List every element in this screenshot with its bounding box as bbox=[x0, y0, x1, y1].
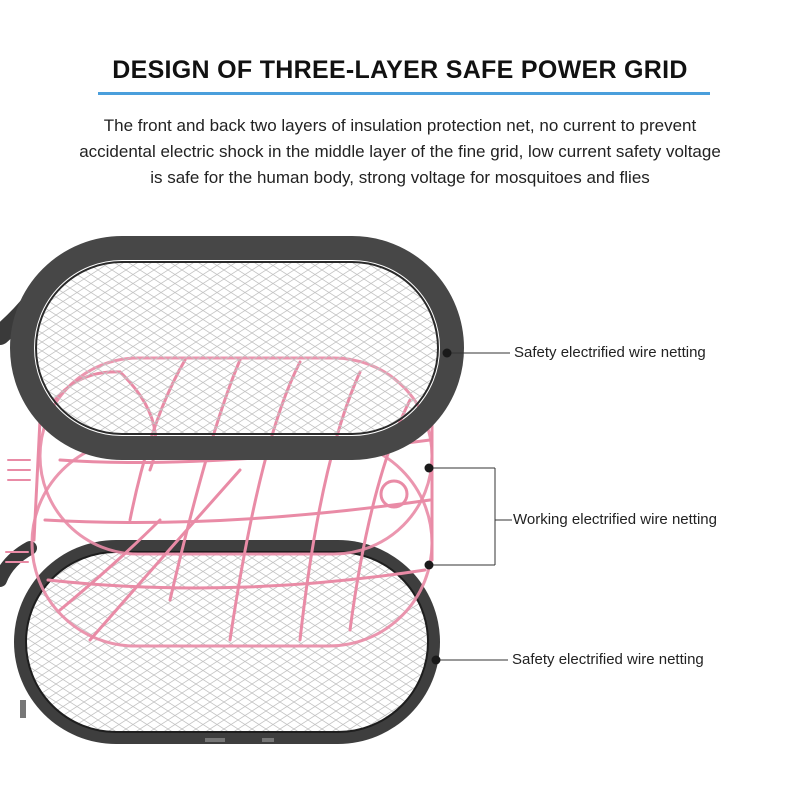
middle-callout-dot-lower bbox=[424, 560, 434, 570]
top-safety-layer bbox=[0, 236, 464, 460]
callout-label-top: Safety electrified wire netting bbox=[514, 344, 706, 361]
callout-leaders bbox=[430, 352, 512, 661]
middle-callout-dot-upper bbox=[424, 463, 434, 473]
bottom-callout-dot bbox=[431, 655, 441, 665]
description-line-3: is safe for the human body, strong volta… bbox=[150, 168, 650, 187]
title-underline bbox=[98, 92, 710, 95]
bottom-safety-layer bbox=[0, 540, 440, 744]
top-callout-dot bbox=[442, 348, 452, 358]
description: The front and back two layers of insulat… bbox=[30, 113, 770, 191]
description-line-1: The front and back two layers of insulat… bbox=[103, 116, 697, 135]
callout-label-middle: Working electrified wire netting bbox=[513, 511, 717, 528]
description-line-2: accidental electric shock in the middle … bbox=[79, 142, 721, 161]
callout-label-bottom: Safety electrified wire netting bbox=[512, 651, 704, 668]
page-title: DESIGN OF THREE-LAYER SAFE POWER GRID bbox=[112, 56, 688, 84]
